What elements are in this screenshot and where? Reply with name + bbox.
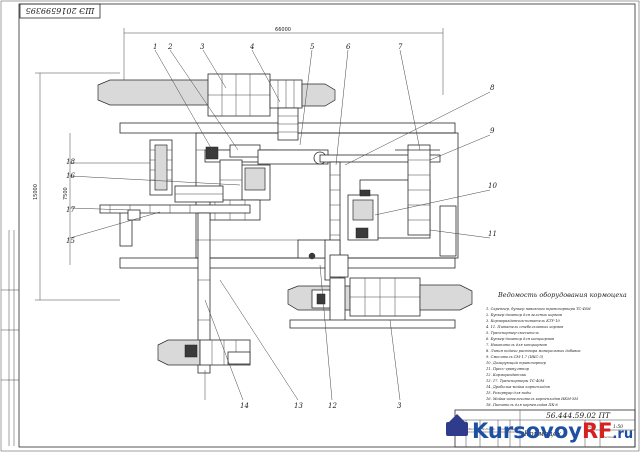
tb-label-sheets: Листов (601, 435, 615, 439)
callout-7: 7 (398, 43, 403, 51)
watermark-prefix: Kursovoy (472, 419, 582, 443)
legend-title: Ведомость оборудования кормоцеха (497, 291, 627, 299)
legend-item-4: 4. 11. Питатель стебельчатых кормов (485, 325, 563, 329)
tb-label-list: Лист (467, 427, 477, 431)
legend-item-10: 10. Дозирующий транспортер (486, 361, 547, 365)
callout-11: 11 (488, 230, 497, 238)
legend-item-8: 8. Линия подачи раствора минеральных доб… (486, 349, 581, 353)
callout-14: 14 (240, 402, 249, 410)
callout-1: 1 (153, 43, 157, 51)
drawing-frame (18, 3, 636, 448)
callout-8: 8 (490, 84, 495, 92)
legend-item-9: 9. Смеситель СМ-1,7 (ИКС-3) (486, 355, 544, 359)
legend-item-6: 6. Бункер-дозатор для концкормов (486, 337, 554, 341)
drawing-title: Кормоцех (523, 430, 561, 438)
callout-16: 16 (66, 172, 75, 180)
legend-item-17: 18. Питатель для корнеплодов ПК-6 (486, 403, 559, 407)
callout-18: 18 (66, 158, 75, 166)
legend-item-11: 11. Пресс-гранулятор (486, 367, 530, 371)
drawing-number: 56.444.59.02 ПТ (546, 411, 611, 420)
watermark-suffix: RF (582, 419, 613, 443)
callout-3-top: 3 (200, 43, 205, 51)
callout-3-bottom: 3 (397, 402, 402, 410)
legend-item-16: 16. Мойка-измельчитель корнеплодов ИКМ-5… (486, 397, 578, 401)
dim-top-width: 66000 (275, 27, 291, 33)
tb-label-sheet: Лист (586, 425, 596, 429)
watermark-domain: .ru (612, 427, 633, 442)
tb-label-doc: № докум. (481, 427, 496, 431)
stamp-code-box: ШЭ 2016599395 (19, 3, 101, 19)
callout-leaders: 1 2 3 4 5 6 7 8 9 10 11 12 13 14 15 16 1… (66, 43, 497, 410)
dim-inner-height: 7500 (63, 187, 69, 200)
callout-4: 4 (249, 43, 254, 51)
legend-item-15: 15. Резервуар для воды (486, 391, 531, 395)
bottom-feeder-unit (287, 254, 473, 329)
callout-6: 6 (346, 43, 351, 51)
legend-item-1: 1. Скреппер, бункер навозного транспорте… (486, 307, 591, 311)
dim-left-height: 15000 (33, 184, 39, 200)
svg-text:KursovoyRF.ru: KursovoyRF.ru (472, 419, 633, 443)
callout-17: 17 (66, 206, 75, 214)
tb-label-podp: Подп. (498, 427, 508, 431)
root-crop-line (99, 139, 251, 374)
callout-9: 9 (490, 127, 495, 135)
legend-item-3: 3. Кормораздатчик-питатель КТУ-10 (486, 319, 560, 323)
callout-13: 13 (294, 402, 303, 410)
legend-item-12: 12. Кормораздатчик (486, 373, 527, 377)
top-feeder-unit (97, 73, 336, 141)
dimension-lines: 66000 15000 7500 (33, 27, 444, 301)
legend-item-5: 5. Транспортер-смеситель (486, 331, 539, 335)
legend-item-2: 2. Бункер-дозатор для зеленых кормов (485, 313, 562, 317)
site-watermark: KursovoyRF.ru (446, 414, 633, 443)
equipment-legend: Ведомость оборудования кормоцеха 1. Скре… (485, 291, 627, 407)
callout-2: 2 (167, 43, 173, 51)
legend-item-13: 13. 17. Транспортеры ТС-40М (486, 379, 545, 383)
tb-label-data: Дата (510, 427, 520, 431)
callout-12: 12 (328, 402, 337, 410)
watermark-logo-icon (446, 414, 468, 436)
legend-item-14: 14. Дробилка-мойка корнеплодов (486, 385, 550, 389)
callout-10: 10 (488, 182, 497, 190)
callout-5: 5 (310, 43, 315, 51)
stamp-code-text: ШЭ 2016599395 (26, 6, 96, 15)
callout-15: 15 (66, 237, 75, 245)
scale-value: 1:50 (613, 424, 623, 430)
legend-item-7: 7. Накопитель для концкормов (486, 343, 547, 347)
